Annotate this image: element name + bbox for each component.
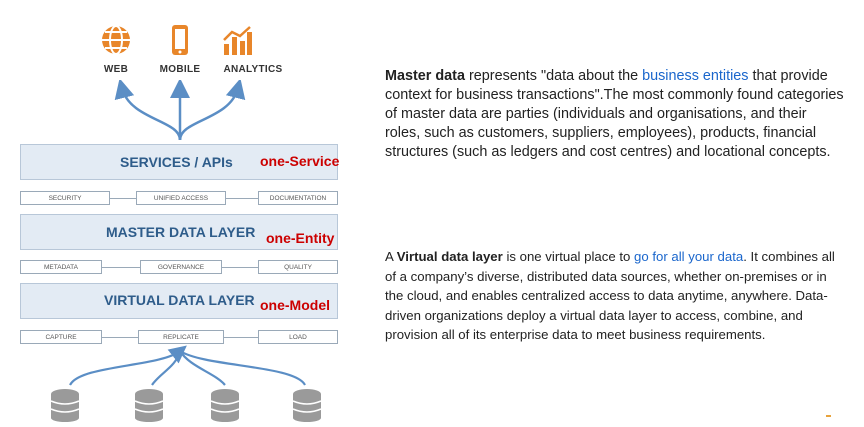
sub-metadata: METADATA [20, 260, 102, 274]
analytics-chart-icon [201, 22, 271, 63]
virtual-data-term: Virtual data layer [396, 249, 503, 264]
sub-unified-access: UNIFIED ACCESS [136, 191, 226, 205]
master-data-layer-tag: one-Entity [266, 230, 335, 246]
virtual-data-text-post: . It combines all of a company’s diverse… [385, 249, 835, 342]
sub-governance: GOVERNANCE [140, 260, 222, 274]
globe-icon [81, 22, 151, 63]
master-data-text-post: that provide context for business transa… [385, 68, 844, 160]
virtual-data-layer [20, 283, 338, 319]
database-icon [132, 388, 166, 422]
virtual-data-layer-tag: one-Model [260, 297, 330, 313]
business-entities-link[interactable]: business entities [642, 68, 749, 84]
source-arrows [69, 345, 306, 386]
virtual-data-paragraph: A Virtual data layer is one virtual plac… [385, 247, 845, 345]
channel-arrows [114, 80, 246, 141]
master-data-term: Master data [385, 68, 465, 84]
slide-marker [826, 415, 831, 417]
services-layer [20, 144, 338, 180]
sub-replicate: REPLICATE [138, 330, 224, 344]
sub-load: LOAD [258, 330, 338, 344]
channel-label-mobile: MOBILE [159, 64, 201, 75]
go-for-all-your-data-link[interactable]: go for all your data [634, 249, 744, 264]
mobile-phone-icon [145, 22, 215, 63]
master-data-paragraph: Master data represents "data about the b… [385, 67, 845, 162]
database-icon [290, 388, 324, 422]
master-data-layer-title: MASTER DATA LAYER [106, 224, 256, 240]
database-icon [48, 388, 82, 422]
master-data-layer [20, 214, 338, 250]
sub-quality: QUALITY [258, 260, 338, 274]
database-icon [208, 388, 242, 422]
sub-capture: CAPTURE [20, 330, 102, 344]
sub-security: SECURITY [20, 191, 110, 205]
virtual-data-text-pre: A [385, 249, 397, 264]
services-layer-tag: one-Service [260, 153, 340, 169]
channel-label-analytics: ANALYTICS [223, 64, 283, 75]
virtual-data-text-mid: is one virtual place to [502, 249, 634, 264]
virtual-data-layer-title: VIRTUAL DATA LAYER [104, 292, 255, 308]
sub-documentation: DOCUMENTATION [258, 191, 338, 205]
channel-label-web: WEB [103, 64, 129, 75]
services-layer-title: SERVICES / APIs [120, 154, 233, 170]
master-data-text-pre: represents "data about the [464, 68, 643, 84]
